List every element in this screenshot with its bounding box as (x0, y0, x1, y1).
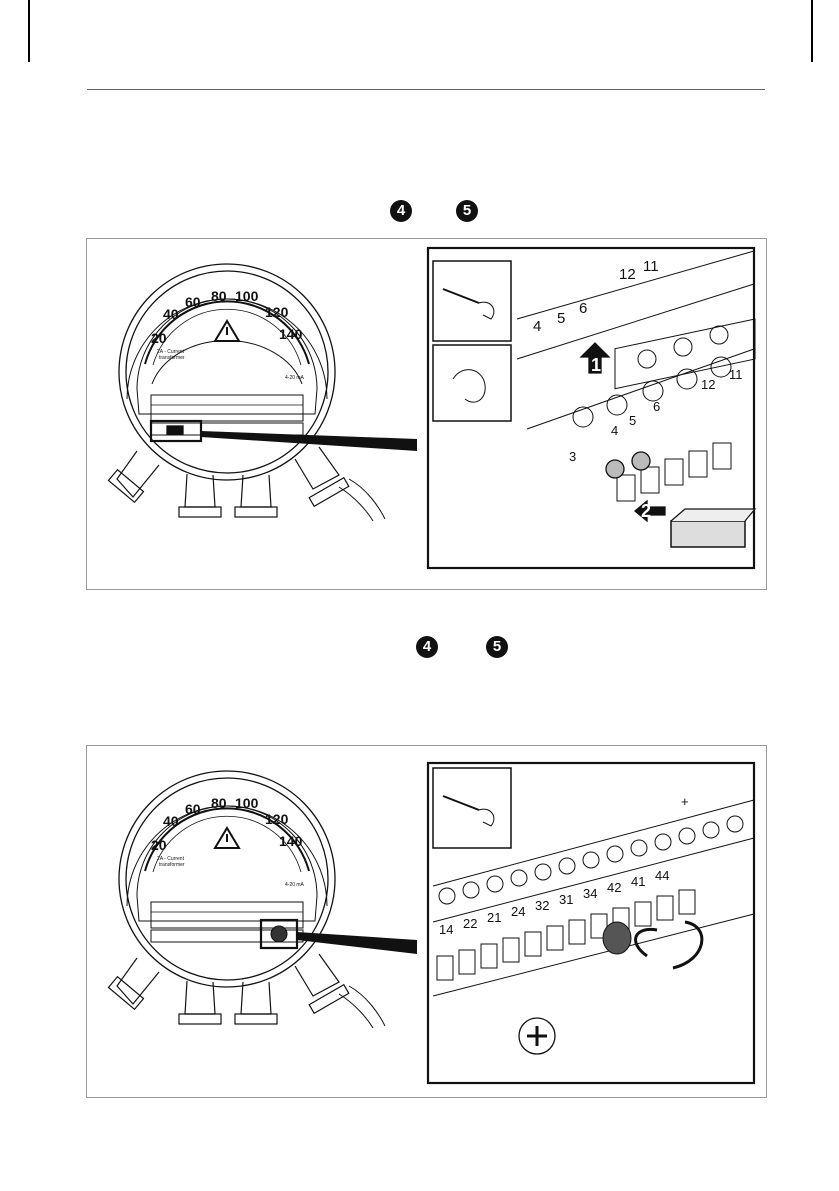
figure-1: 20 40 60 80 100 120 140 2A - Current tra… (86, 238, 767, 590)
detail-label: 11 (643, 258, 659, 275)
scale-label: 140 (279, 326, 303, 342)
callout-circle-5: 5 (486, 636, 508, 658)
detail-label: 12 (701, 377, 715, 392)
ma-label: 4-20 mA (285, 375, 305, 381)
rotate-arrow-icon (636, 929, 657, 956)
detail-label: 24 (511, 904, 525, 919)
housing-outer-ring (119, 264, 335, 480)
detail-label: 34 (583, 886, 597, 901)
hand-pull-inset (433, 345, 511, 421)
detail-label: 41 (631, 874, 645, 889)
callout-row-1: 4 5 (390, 200, 490, 226)
transformer-label: transformer (159, 862, 185, 868)
step-number: 1 (591, 355, 601, 375)
scale-label: 60 (185, 294, 201, 310)
scale-label: 20 (151, 330, 167, 346)
scale-label: 40 (163, 813, 179, 829)
detail-label: 32 (535, 898, 549, 913)
crop-mark-left (0, 0, 30, 62)
callout-circle-4: 4 (390, 200, 412, 222)
housing-outer-ring (119, 771, 335, 987)
detail-label: 31 (559, 892, 573, 907)
scale-label: 60 (185, 801, 201, 817)
figure-1-drawing: 20 40 60 80 100 120 140 2A - Current tra… (87, 239, 766, 589)
scale-label: 100 (235, 288, 259, 304)
callout-row-2: 4 5 (416, 636, 516, 662)
callout-circle-5: 5 (456, 200, 478, 222)
callout-circle-4: 4 (416, 636, 438, 658)
scale-label: 80 (211, 288, 227, 304)
potentiometer (603, 922, 631, 954)
detail-label: 3 (569, 449, 576, 464)
detail-label: 5 (557, 310, 565, 327)
terminal-screw (632, 452, 650, 470)
scale-label: 20 (151, 837, 167, 853)
detail-label: 14 (439, 922, 453, 937)
figure-2-drawing: 20 40 60 80 100 120 140 2A - Current tra… (87, 746, 766, 1097)
detail-label: + (681, 794, 689, 809)
scale-label: 40 (163, 306, 179, 322)
scale-label: 100 (235, 795, 259, 811)
scale-label: 80 (211, 795, 227, 811)
detail-label: 6 (579, 300, 587, 317)
jumper-bridge (671, 521, 745, 547)
scale-label: 120 (265, 304, 289, 320)
crop-mark-right (811, 0, 839, 62)
detail-label: 12 (619, 266, 636, 283)
detail-label: 6 (653, 399, 660, 414)
transformer-label: transformer (159, 355, 185, 361)
detail-label: 11 (729, 367, 743, 382)
detail-label: 42 (607, 880, 621, 895)
header-rule (87, 89, 765, 90)
scale-label: 120 (265, 811, 289, 827)
detail-label: 4 (533, 318, 541, 335)
leader-line (297, 932, 417, 954)
figure-2: 20 40 60 80 100 120 140 2A - Current tra… (86, 745, 767, 1098)
detail-label: 4 (611, 423, 618, 438)
detail-label: 44 (655, 868, 669, 883)
step-number: 2 (641, 501, 651, 521)
detail-label: 22 (463, 916, 477, 931)
ma-label: 4-20 mA (285, 882, 305, 888)
detail-label: 21 (487, 910, 501, 925)
leader-line (201, 431, 417, 451)
scale-label: 140 (279, 833, 303, 849)
detail-label: 5 (629, 413, 636, 428)
